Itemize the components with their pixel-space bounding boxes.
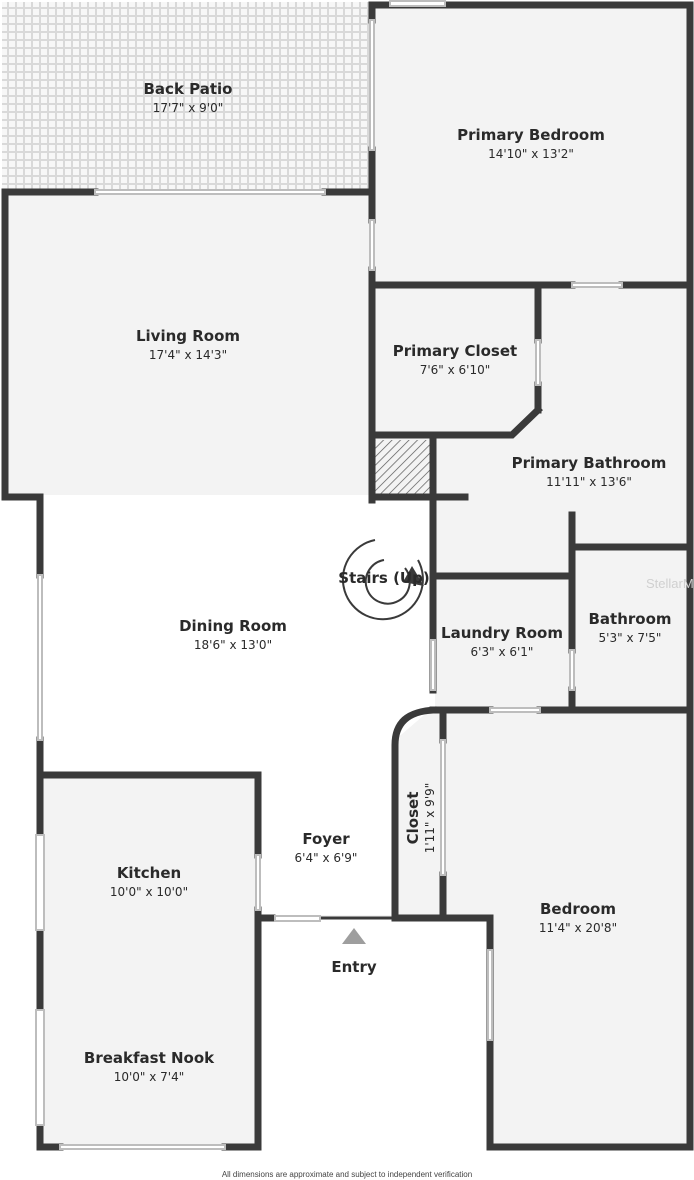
stairs-landing — [375, 440, 430, 495]
back-patio-dims: 17'7" x 9'0" — [153, 101, 224, 115]
window — [94, 189, 326, 195]
window — [569, 649, 575, 691]
primary-bedroom-name: Primary Bedroom — [457, 126, 605, 144]
back-patio-name: Back Patio — [144, 80, 233, 98]
living-room-dims: 17'4" x 14'3" — [149, 348, 227, 362]
room-labels: Back Patio 17'7" x 9'0" Primary Bedroom … — [84, 80, 672, 1084]
window — [35, 834, 45, 931]
laundry-room-dims: 6'3" x 6'1" — [471, 645, 534, 659]
window — [389, 0, 446, 7]
windows — [35, 0, 623, 1150]
back-patio-floor — [2, 2, 372, 192]
bedroom-dims: 11'4" x 20'8" — [539, 921, 617, 935]
window — [59, 1144, 226, 1150]
entry-name: Entry — [331, 958, 376, 976]
stairs-arrow-icon — [341, 539, 424, 621]
primary-bathroom-name: Primary Bathroom — [512, 454, 667, 472]
laundry-room-name: Laundry Room — [441, 624, 563, 642]
window — [487, 949, 493, 1041]
window — [430, 639, 436, 691]
primary-closet-dims: 7'6" x 6'10" — [420, 363, 491, 377]
dining-room-name: Dining Room — [179, 617, 287, 635]
dimensions-disclaimer: All dimensions are approximate and subje… — [221, 1170, 473, 1179]
foyer-name: Foyer — [302, 830, 350, 848]
window — [440, 739, 446, 876]
kitchen-name: Kitchen — [117, 864, 181, 882]
window — [274, 915, 321, 922]
primary-bedroom-dims: 14'10" x 13'2" — [488, 147, 574, 161]
bathroom-dims: 5'3" x 7'5" — [599, 631, 662, 645]
kitchen-dims: 10'0" x 10'0" — [110, 885, 188, 899]
window — [535, 339, 541, 386]
primary-closet-name: Primary Closet — [393, 342, 517, 360]
closet-name: Closet — [404, 792, 422, 845]
main-floor — [5, 5, 690, 1147]
dining-room-dims: 18'6" x 13'0" — [194, 638, 272, 652]
window — [369, 19, 375, 151]
window — [369, 219, 375, 271]
window — [489, 707, 541, 713]
entry-arrow-icon — [342, 928, 366, 944]
breakfast-nook-name: Breakfast Nook — [84, 1049, 215, 1067]
foyer-dims: 6'4" x 6'9" — [295, 851, 358, 865]
bedroom-name: Bedroom — [540, 900, 616, 918]
floors — [2, 2, 690, 1147]
bathroom-name: Bathroom — [588, 610, 671, 628]
breakfast-nook-dims: 10'0" x 7'4" — [114, 1070, 185, 1084]
watermark: StellarM — [646, 576, 694, 591]
window — [37, 574, 43, 741]
closet-dims: 1'11" x 9'9" — [423, 783, 437, 854]
window — [255, 854, 261, 911]
window — [571, 282, 623, 288]
window — [35, 1009, 45, 1126]
primary-bathroom-dims: 11'11" x 13'6" — [546, 475, 632, 489]
stairs-name: Stairs (Up) — [338, 569, 429, 587]
living-room-name: Living Room — [136, 327, 240, 345]
